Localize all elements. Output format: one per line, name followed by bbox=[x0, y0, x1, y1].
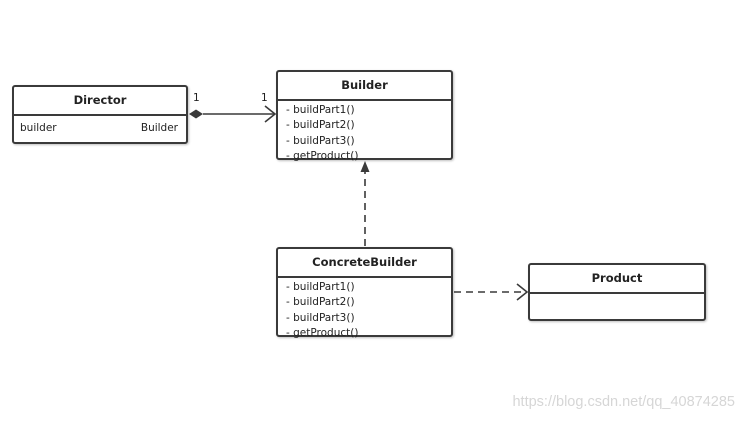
builder-multiplicity: 1 bbox=[261, 92, 268, 104]
watermark: https://blog.csdn.net/qq_40874285 bbox=[512, 394, 735, 410]
method-item: - buildPart3() bbox=[286, 134, 355, 147]
composition-diamond bbox=[189, 109, 203, 119]
realization-arrowhead bbox=[360, 161, 370, 172]
composition-arrowhead bbox=[264, 105, 277, 123]
dependency-arrowhead bbox=[516, 283, 529, 301]
attribute-type: Builder bbox=[140, 122, 178, 134]
concrete-builder-class-name: ConcreteBuilder bbox=[278, 249, 451, 278]
method-item: - buildPart1() bbox=[286, 281, 355, 293]
builder-class-name: Builder bbox=[278, 72, 451, 101]
method-item: - getProduct() bbox=[286, 326, 359, 339]
method-item: - buildPart3() bbox=[286, 311, 355, 324]
builder-methods: - buildPart1() - buildPart2() - buildPar… bbox=[278, 101, 451, 164]
method-item: - buildPart1() bbox=[286, 104, 355, 116]
director-attribute: builder Builder bbox=[14, 116, 186, 134]
director-class[interactable]: Director builder Builder bbox=[12, 85, 188, 144]
method-item: - getProduct() bbox=[286, 149, 359, 162]
attribute-name: builder bbox=[20, 122, 57, 134]
concrete-builder-methods: - buildPart1() - buildPart2() - buildPar… bbox=[278, 278, 451, 341]
method-item: - buildPart2() bbox=[286, 119, 355, 132]
concrete-builder-class[interactable]: ConcreteBuilder - buildPart1() - buildPa… bbox=[276, 247, 453, 339]
product-class-name: Product bbox=[530, 265, 704, 294]
director-class-name: Director bbox=[14, 87, 186, 116]
builder-class[interactable]: Builder - buildPart1() - buildPart2() - … bbox=[276, 70, 453, 162]
method-item: - buildPart2() bbox=[286, 296, 355, 309]
director-multiplicity: 1 bbox=[193, 92, 200, 104]
product-class[interactable]: Product bbox=[528, 263, 706, 321]
